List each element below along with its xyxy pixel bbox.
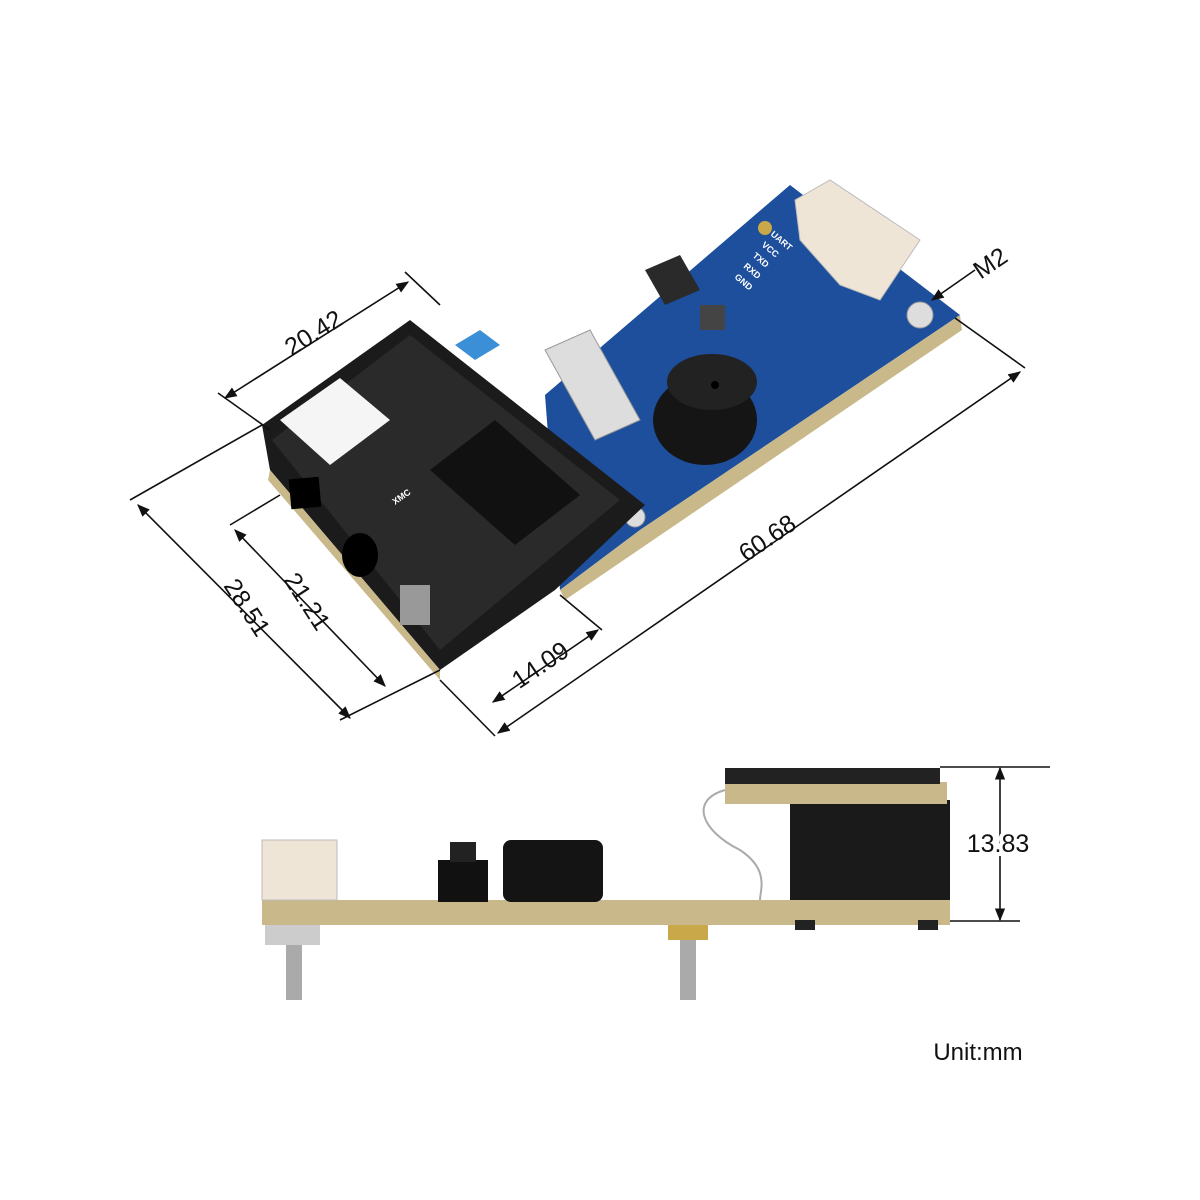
side-standoff bbox=[668, 925, 708, 940]
side-pcb bbox=[262, 900, 950, 925]
screw-callout: M2 bbox=[930, 242, 1013, 301]
dimension-13-83: 13.83 bbox=[940, 766, 1050, 922]
dimension-label-depth-inner: 21.21 bbox=[278, 568, 336, 636]
regulator-chip bbox=[645, 255, 700, 305]
scanner-shield bbox=[280, 378, 390, 465]
dimension-label-window-offset: 14.09 bbox=[507, 636, 575, 694]
dimension-label-depth-outer: 28.51 bbox=[218, 574, 276, 642]
side-cable bbox=[702, 789, 763, 901]
side-nut-left bbox=[265, 925, 320, 945]
scanner-window-left bbox=[288, 476, 322, 510]
ffc-cable bbox=[455, 330, 500, 360]
dimension-label-height: 13.83 bbox=[967, 830, 1030, 858]
dimension-label-width: 20.42 bbox=[280, 305, 348, 362]
side-view-module bbox=[261, 768, 950, 1000]
push-button bbox=[700, 305, 725, 330]
side-connector bbox=[261, 839, 338, 901]
side-top-board bbox=[725, 782, 947, 804]
side-button bbox=[438, 860, 488, 902]
scanner-lens bbox=[342, 533, 378, 577]
dimension-label-length: 60.68 bbox=[734, 509, 802, 567]
scanner-led-window bbox=[400, 585, 430, 625]
unit-label: Unit:mm bbox=[933, 1039, 1022, 1066]
side-scanner-body bbox=[790, 800, 950, 900]
side-buzzer bbox=[503, 840, 603, 902]
screw-label: M2 bbox=[968, 242, 1012, 285]
side-screw-left bbox=[286, 945, 302, 1000]
uart-connector bbox=[794, 179, 921, 301]
side-screw-right bbox=[680, 940, 696, 1000]
